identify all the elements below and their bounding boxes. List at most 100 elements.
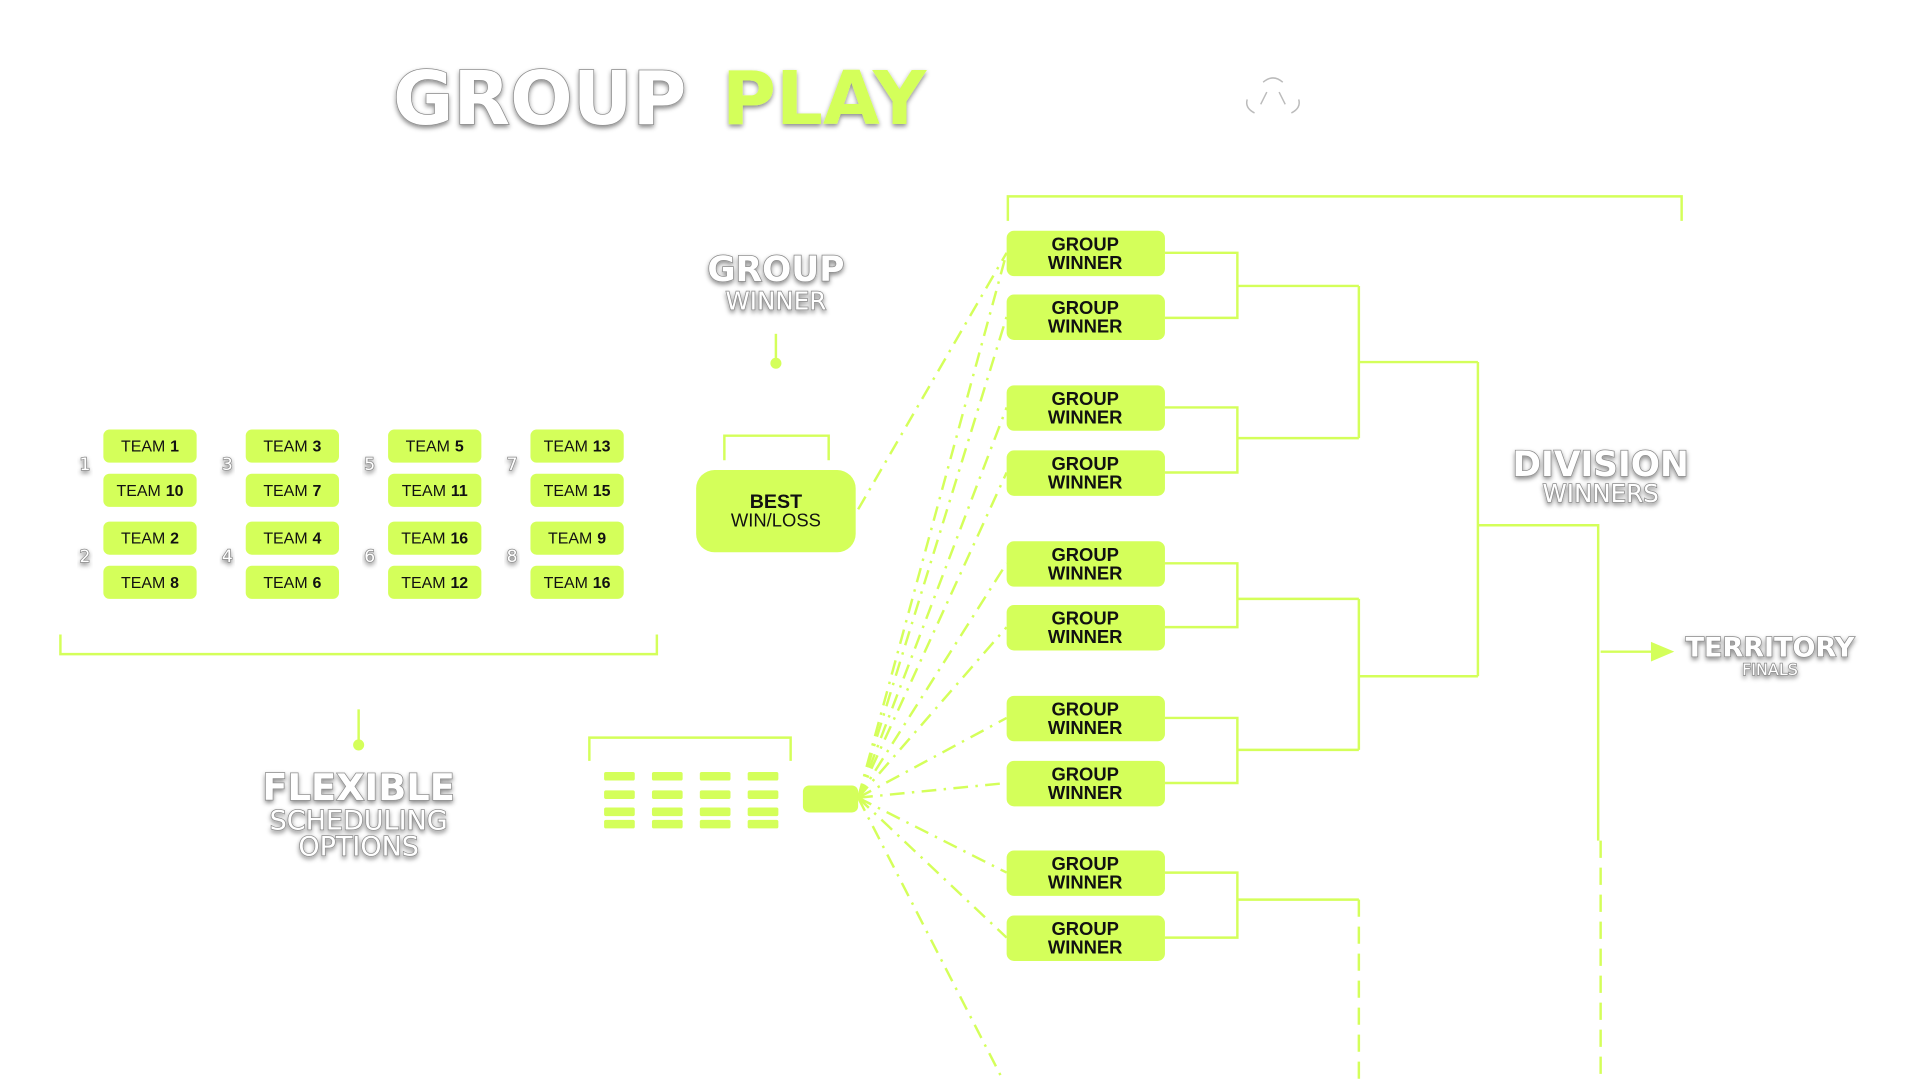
fan-line xyxy=(857,796,1008,874)
team-prefix: TEAM xyxy=(401,575,445,592)
team-number: 15 xyxy=(593,483,611,500)
team-prefix: TEAM xyxy=(544,575,588,592)
division-winners-label: DIVISION WINNERS xyxy=(1512,444,1690,508)
fan-line xyxy=(857,796,1008,939)
calendar-cell xyxy=(651,819,683,829)
team-number: 3 xyxy=(313,439,322,456)
team-number: 8 xyxy=(170,575,179,592)
tri-swoosh-logo-icon xyxy=(1245,77,1300,114)
fan-line xyxy=(857,252,1008,510)
group-number: 2 xyxy=(79,547,90,567)
winner-line2: WINNER xyxy=(1048,406,1123,427)
title-group: GROUP xyxy=(393,57,686,142)
winner-line1: GROUP xyxy=(1051,233,1118,254)
winner-line2: WINNER xyxy=(1048,316,1123,337)
winner-line2: WINNER xyxy=(1048,626,1123,647)
fan-line xyxy=(857,562,1008,799)
team-number: 10 xyxy=(166,483,184,500)
group-winner-line1: GROUP xyxy=(707,250,844,290)
flexible-line2: SCHEDULING xyxy=(270,806,448,837)
schedule-hub xyxy=(802,785,859,813)
group-number: 7 xyxy=(507,455,518,475)
winner-line1: GROUP xyxy=(1051,388,1118,409)
calendar-cell xyxy=(747,807,779,817)
team-prefix: TEAM xyxy=(544,439,588,456)
team-number: 4 xyxy=(313,531,322,548)
team-prefix: TEAM xyxy=(263,483,307,500)
team-number: 2 xyxy=(170,531,179,548)
page-title: GROUP PLAY xyxy=(393,57,928,142)
fan-line xyxy=(857,716,1008,799)
division-line1: DIVISION xyxy=(1513,445,1689,485)
team-box: TEAM 9 xyxy=(530,521,624,555)
group-number: 5 xyxy=(364,455,375,475)
team-prefix: TEAM xyxy=(406,439,450,456)
winner-line1: GROUP xyxy=(1051,544,1118,565)
group-winners-column: GROUPWINNERGROUPWINNERGROUPWINNERGROUPWI… xyxy=(1006,230,1165,961)
team-prefix: TEAM xyxy=(548,531,592,548)
team-number: 13 xyxy=(593,439,611,456)
winner-line2: WINNER xyxy=(1048,937,1123,958)
winner-line1: GROUP xyxy=(1051,608,1118,629)
top-bracket xyxy=(1006,195,1683,221)
team-number: 6 xyxy=(313,575,322,592)
winner-line2: WINNER xyxy=(1048,471,1123,492)
team-prefix: TEAM xyxy=(121,531,165,548)
group-winner-connector-dot xyxy=(770,357,782,369)
calendar-cell xyxy=(699,771,731,781)
flexible-connector-dot xyxy=(353,739,365,751)
fan-line xyxy=(856,252,1008,799)
calendar-cell xyxy=(651,790,683,799)
fan-line xyxy=(858,781,1007,799)
schedule-grid-icon xyxy=(604,771,779,829)
best-line1: BEST xyxy=(750,491,802,513)
flexible-line1: FLEXIBLE xyxy=(262,766,454,809)
best-line2: WIN/LOSS xyxy=(731,509,821,530)
winner-line2: WINNER xyxy=(1048,562,1123,583)
calendar-cell xyxy=(747,790,779,799)
group-winner-line2: WINNER xyxy=(726,286,827,315)
territory-finals-label: TERRITORY FINALS xyxy=(1685,632,1856,680)
group-number: 4 xyxy=(222,547,233,567)
team-prefix: TEAM xyxy=(263,531,307,548)
winner-line2: WINNER xyxy=(1048,252,1123,273)
group-number: 1 xyxy=(79,455,90,475)
winner-line1: GROUP xyxy=(1051,853,1118,874)
group-number: 8 xyxy=(507,547,518,567)
team-box: TEAM 15 xyxy=(530,473,624,507)
winner-line2: WINNER xyxy=(1048,782,1123,803)
bracket-lines xyxy=(1164,251,1658,1080)
title-play: PLAY xyxy=(722,57,928,142)
flexible-scheduling-label: FLEXIBLE SCHEDULING OPTIONS xyxy=(262,765,456,863)
fan-line xyxy=(856,316,1008,799)
team-number: 9 xyxy=(597,531,606,548)
team-prefix: TEAM xyxy=(401,531,445,548)
team-prefix: TEAM xyxy=(544,483,588,500)
team-prefix: TEAM xyxy=(121,439,165,456)
calendar-cell xyxy=(747,771,779,781)
teams-bracket xyxy=(59,634,659,656)
division-line2: WINNERS xyxy=(1542,479,1658,508)
calendar-cell xyxy=(651,807,683,817)
